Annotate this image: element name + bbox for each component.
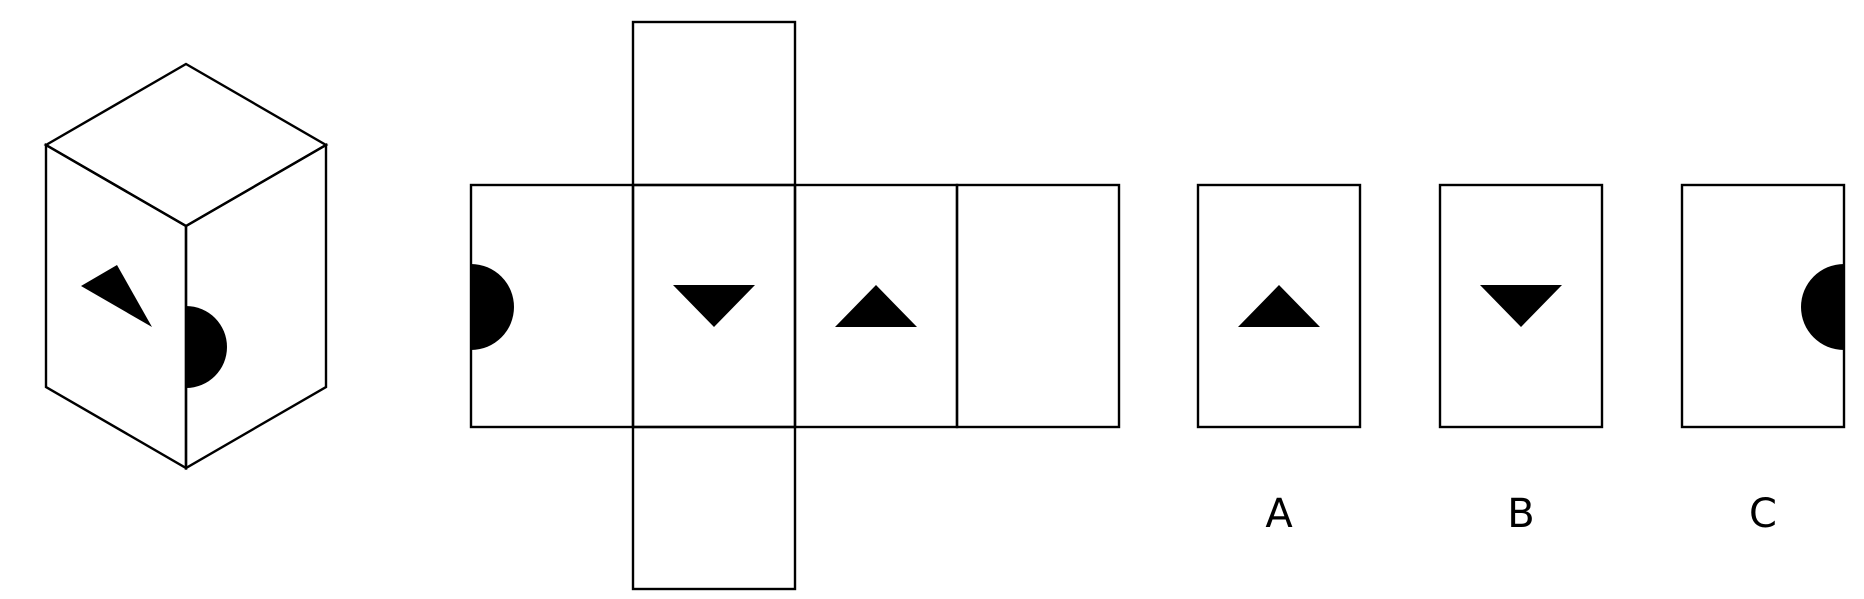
net-face-bottom — [631, 425, 797, 591]
option-c-label: C — [1749, 491, 1777, 537]
net-triangle-up-icon — [835, 285, 917, 327]
net-face-top — [631, 20, 797, 187]
option-a-face[interactable] — [1196, 183, 1362, 429]
net-face-back — [955, 183, 1121, 429]
net-triangle-down-icon — [673, 285, 755, 327]
cube-net — [469, 20, 1121, 591]
cube-half-circle-icon — [186, 306, 227, 388]
option-b[interactable]: B — [1438, 183, 1604, 537]
cube-triangle-icon — [81, 265, 152, 327]
option-a-label: A — [1265, 491, 1293, 537]
option-b-label: B — [1507, 491, 1534, 537]
option-c[interactable]: C — [1680, 183, 1846, 537]
net-half-circle-icon — [471, 264, 514, 350]
cube-right-face — [184, 142, 328, 471]
reference-cube — [43, 62, 329, 471]
option-a-triangle-up-icon — [1238, 285, 1320, 327]
option-b-triangle-down-icon — [1480, 285, 1562, 327]
option-a[interactable]: A — [1196, 183, 1362, 537]
option-b-face[interactable] — [1438, 183, 1604, 429]
option-c-half-circle-icon — [1801, 264, 1844, 350]
cube-top-face — [43, 62, 329, 228]
cube-left-face — [44, 142, 188, 471]
